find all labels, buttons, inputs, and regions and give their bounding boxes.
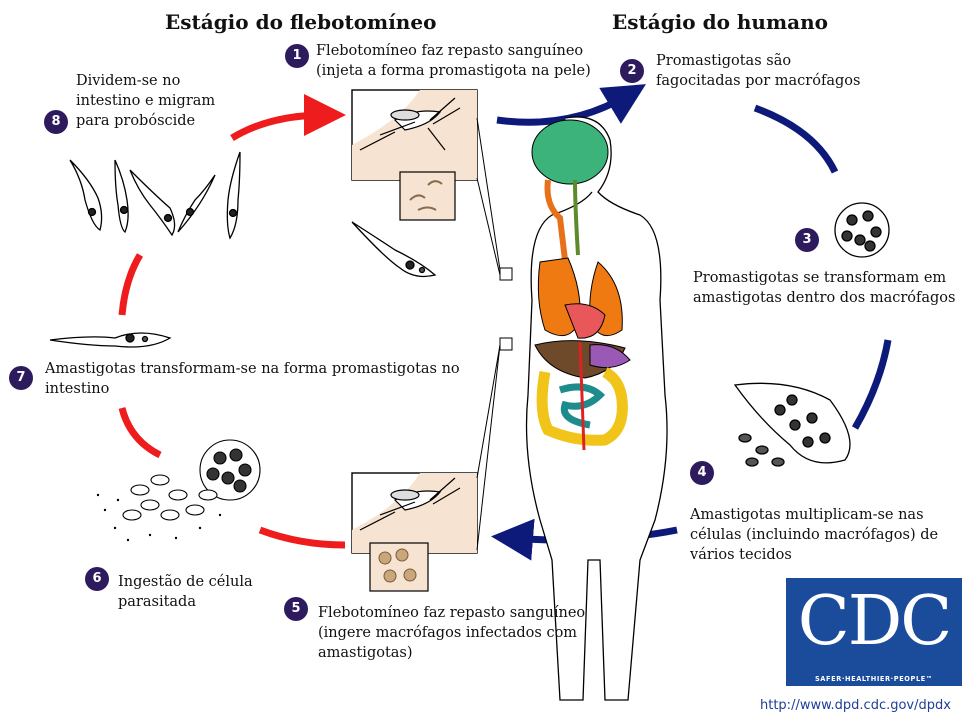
sandfly-feeding-box-bottom <box>351 344 501 592</box>
step-1-label: Flebotomíneo faz repasto sanguíneo (inje… <box>316 43 591 79</box>
arrow-8-to-7 <box>118 253 144 316</box>
step-2-label: Promastigotas são fagocitadas por macróf… <box>656 53 861 89</box>
step-3-badge: 3 <box>795 228 819 252</box>
human-stage-heading: Estágio do humano <box>612 10 828 34</box>
human-body <box>499 116 668 701</box>
step-1-badge: 1 <box>285 44 309 68</box>
step-2-badge: 2 <box>620 59 644 83</box>
tissue-amastigotes <box>733 382 851 467</box>
step-5-badge: 5 <box>284 597 308 621</box>
promastigote-elongated <box>49 332 172 348</box>
sandfly-stage-arrows <box>118 94 346 549</box>
cdc-logo-tagline: SAFER·HEALTHIER·PEOPLE™ <box>814 675 934 683</box>
sandfly-feeding-box-top <box>351 89 501 276</box>
step-3-label: Promastigotas se transformam em amastigo… <box>693 270 956 306</box>
step-4-badge: 4 <box>690 461 714 485</box>
arrow-1-to-2 <box>496 84 646 126</box>
promastigote-single <box>351 221 437 278</box>
cdc-logo: CDC SAFER·HEALTHIER·PEOPLE™ <box>786 578 962 686</box>
arrow-3-to-4 <box>851 339 892 430</box>
step-5-label: Flebotomíneo faz repasto sanguíneo (inge… <box>318 605 586 661</box>
step-8-badge: 8 <box>44 110 68 134</box>
promastigotes-dividing <box>69 151 241 240</box>
step-4-label: Amastigotas multiplicam-se nas células (… <box>690 507 939 563</box>
source-url[interactable]: http://www.dpd.cdc.gov/dpdx <box>760 698 951 713</box>
sandfly-stage-heading: Estágio do flebotomíneo <box>165 10 437 34</box>
step-6-badge: 6 <box>85 567 109 591</box>
arrow-6-to-5 <box>258 526 346 549</box>
step-7-badge: 7 <box>9 366 33 390</box>
arrow-8-to-1 <box>230 94 346 142</box>
arrow-2-to-3 <box>753 104 839 174</box>
step-7-label: Amastigotas transformam-se na forma prom… <box>45 361 460 397</box>
infected-macrophage <box>834 202 890 258</box>
step-8-label: Dividem-se no intestino e migram para pr… <box>76 73 216 129</box>
arrow-7-to-6 <box>118 407 162 459</box>
parasitized-cell-cluster <box>96 439 261 542</box>
step-6-label: Ingestão de célula parasitada <box>118 574 253 610</box>
cdc-logo-wordmark: CDC <box>797 582 953 661</box>
